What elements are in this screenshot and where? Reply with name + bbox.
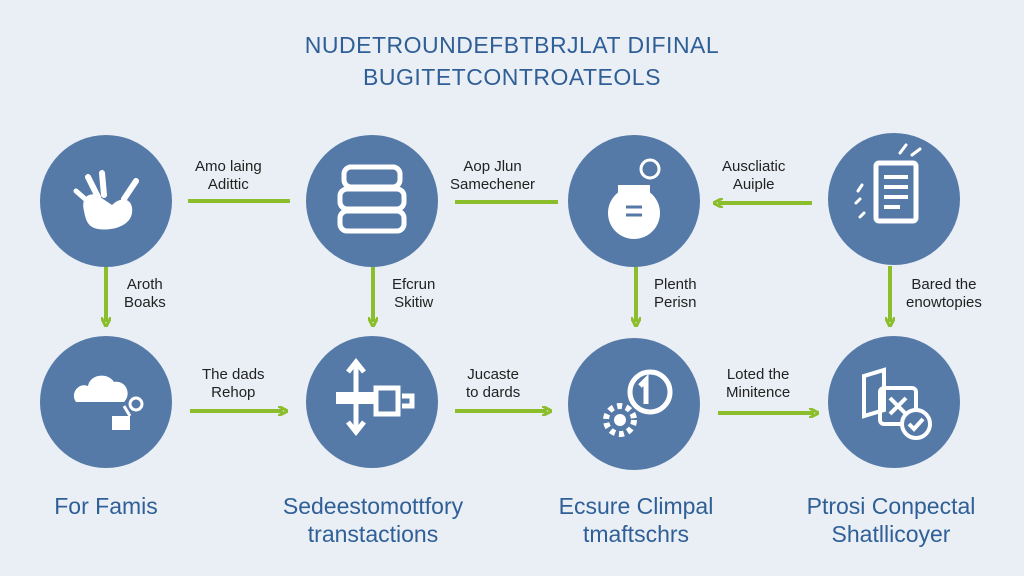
node-top-1 bbox=[40, 135, 172, 267]
jar-icon bbox=[608, 158, 661, 239]
arrows-connector-icon bbox=[336, 357, 415, 437]
diagram-title-line-1: NUDETROUNDEFBTBRJLAT DIFINAL bbox=[304, 32, 720, 58]
node-bottom-1 bbox=[40, 336, 172, 468]
diagram-title-line-2: BUGITETCONTROATEOLS bbox=[363, 64, 661, 90]
label-bottom-1: The dads Rehop bbox=[202, 366, 265, 401]
label-top-2: Aop Jlun Samechener bbox=[450, 158, 536, 193]
stacked-layers-icon bbox=[337, 164, 407, 234]
cloud-link-icon bbox=[73, 375, 144, 430]
node-bottom-3 bbox=[568, 338, 700, 470]
node-top-4 bbox=[828, 133, 960, 265]
hands-icon bbox=[73, 170, 139, 230]
gear-cycle-icon bbox=[603, 369, 673, 437]
label-col-3: Plenth Perisn bbox=[654, 276, 697, 311]
label-top-3: Auscliatic Auiple bbox=[722, 158, 786, 193]
caption-col-1: For Famis bbox=[54, 493, 158, 519]
node-bottom-4 bbox=[828, 336, 960, 468]
caption-col-2: Sedeestomottfory transtactions bbox=[282, 493, 464, 547]
node-top-3 bbox=[568, 135, 700, 267]
document-icon bbox=[854, 143, 922, 224]
label-col-2: Efcrun Skitiw bbox=[392, 276, 436, 311]
checklist-icon bbox=[862, 367, 932, 440]
label-col-1: Aroth Boaks bbox=[124, 276, 166, 311]
label-col-4: Bared the enowtopies bbox=[906, 276, 982, 311]
label-bottom-3: Loted the Minitence bbox=[726, 366, 791, 401]
caption-col-4: Ptrosi Conpectal Shatllicoyer bbox=[806, 493, 976, 547]
node-top-2 bbox=[306, 135, 438, 267]
label-top-1: Amo laing Adittic bbox=[195, 158, 262, 193]
label-bottom-2: Jucaste to dards bbox=[466, 366, 521, 401]
node-bottom-2 bbox=[306, 336, 438, 468]
caption-col-3: Ecsure Climpal tmaftschrs bbox=[558, 493, 714, 547]
